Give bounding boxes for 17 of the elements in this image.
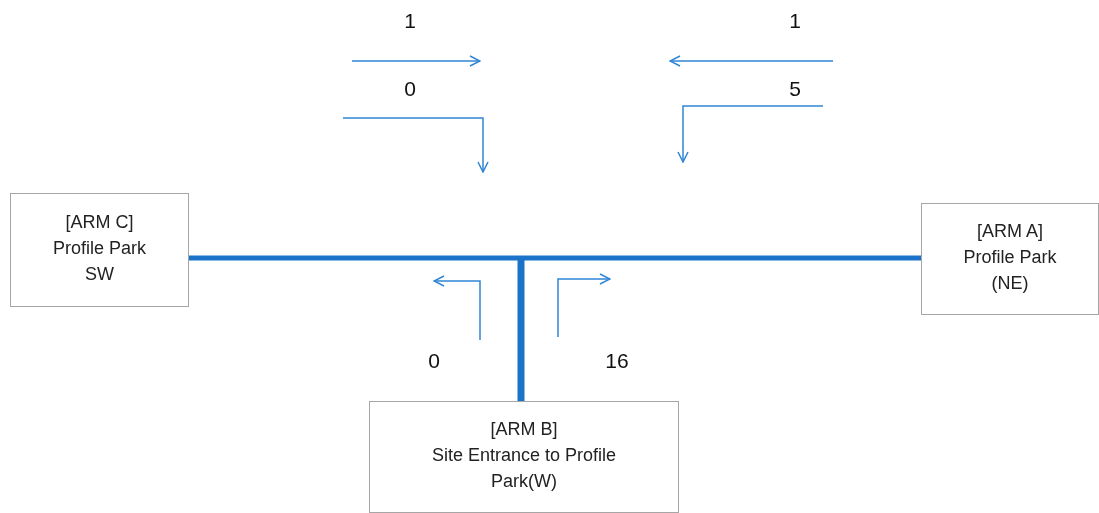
traffic-count: 0 <box>404 77 416 101</box>
traffic-count: 16 <box>605 349 629 373</box>
arm-heading: [ARM A] <box>977 220 1043 243</box>
arm-box <box>369 401 679 513</box>
traffic-count: 0 <box>428 349 440 373</box>
road-line <box>517 258 525 401</box>
traffic-count: 1 <box>789 9 801 33</box>
arm-name: Profile Park (NE) <box>962 246 1058 295</box>
traffic-count: 1 <box>404 9 416 33</box>
arm-name: Site Entrance to Profile Park(W) <box>430 444 618 493</box>
arm-name: Profile Park SW <box>51 237 147 286</box>
arm-heading: [ARM C] <box>65 211 134 234</box>
arm-box <box>10 193 189 307</box>
arm-heading: [ARM B] <box>490 418 558 441</box>
traffic-count: 5 <box>789 77 801 101</box>
road-line <box>189 255 921 261</box>
arm-box <box>921 203 1099 315</box>
